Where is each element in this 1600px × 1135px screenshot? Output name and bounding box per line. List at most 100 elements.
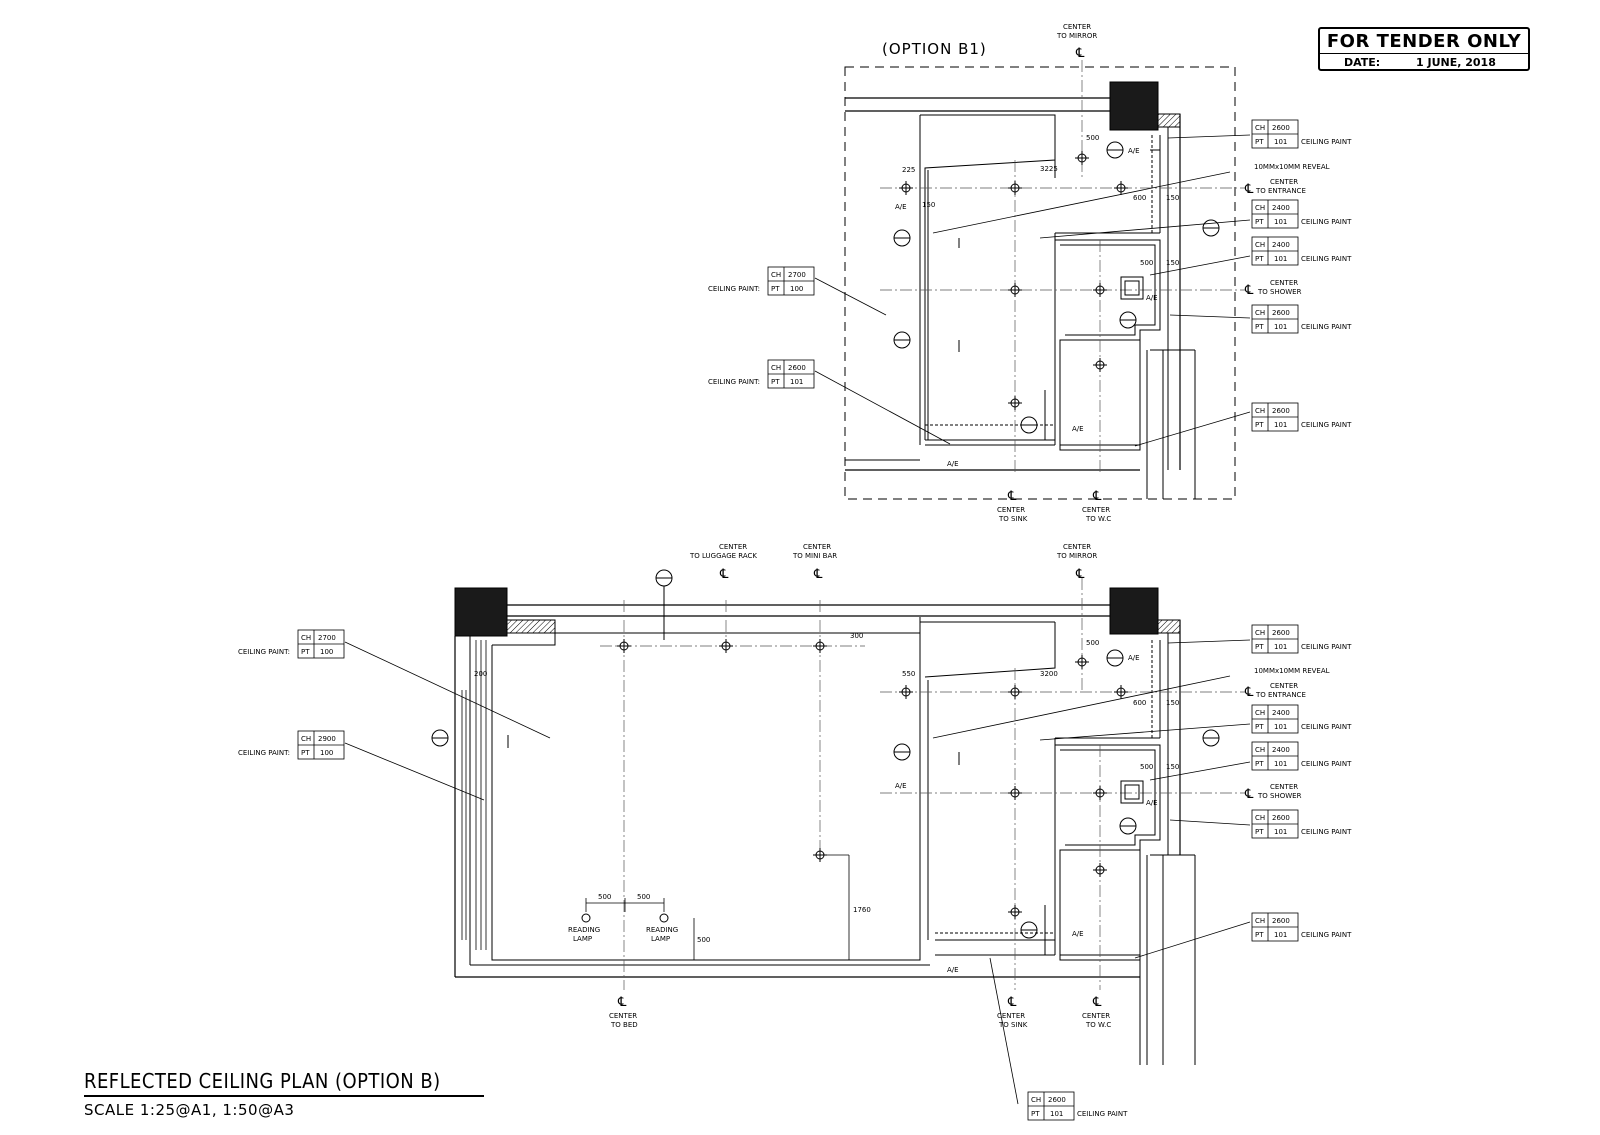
dim-text: 600: [1133, 194, 1146, 202]
dim-text: 500: [1086, 134, 1099, 142]
ceiling-tag: CH 2600 PT 101 CEILING PAINT: [1251, 304, 1352, 334]
tag-paint: 101: [1274, 421, 1287, 429]
dim-text: 500: [1086, 639, 1099, 647]
tag-height: 2700: [318, 634, 336, 642]
ceiling-tag: CH 2900 PT 100 CEILING PAINT:: [238, 730, 345, 760]
ceiling-tag: CH 2400 PT 101 CEILING PAINT: [1251, 704, 1352, 734]
ae-note: A/E: [895, 782, 907, 790]
center-label: CENTER: [997, 1012, 1025, 1020]
cl-marker: ℄: [1244, 685, 1254, 700]
stamp-divider: [1320, 53, 1528, 54]
stamp-date-value: 1 JUNE, 2018: [1416, 56, 1496, 69]
center-label: CENTER: [1270, 279, 1298, 287]
plan-option-b1: (OPTION B1): [814, 23, 1330, 523]
cl-marker: ℄: [1244, 283, 1254, 298]
ae-note: A/E: [1072, 930, 1084, 938]
tag-height: 2600: [1048, 1096, 1066, 1104]
tag-pt: PT: [1255, 760, 1264, 768]
tag-finish: CEILING PAINT: [1301, 218, 1352, 226]
tag-pt: PT: [771, 378, 780, 386]
ae-note: A/E: [1128, 147, 1140, 155]
dim-text: 200: [474, 670, 487, 678]
dim-text: 500: [697, 936, 710, 944]
tag-paint: 100: [320, 648, 333, 656]
title-underline: [84, 1095, 484, 1097]
tag-ch: CH: [1031, 1096, 1041, 1104]
tag-pt: PT: [301, 749, 310, 757]
ae-note: A/E: [895, 203, 907, 211]
tag-height: 2900: [318, 735, 336, 743]
dim-text: 300: [850, 632, 863, 640]
center-label: CENTER: [1270, 682, 1298, 690]
center-label: CENTER: [1063, 543, 1091, 551]
tag-finish: CEILING PAINT: [1301, 828, 1352, 836]
dim-text: 500: [1140, 763, 1153, 771]
tag-pt: PT: [301, 648, 310, 656]
center-label: CENTER: [1082, 1012, 1110, 1020]
dim-text: 1760: [853, 906, 871, 914]
tag-paint: 101: [1050, 1110, 1063, 1118]
ceiling-tag: CH 2600 PT 101 CEILING PAINT: [1251, 809, 1352, 839]
tag-ch: CH: [1255, 814, 1265, 822]
ceiling-tag: CH 2700 PT 100 CEILING PAINT:: [238, 629, 345, 659]
tag-ch: CH: [771, 271, 781, 279]
tag-pt: PT: [771, 285, 780, 293]
tag-height: 2600: [1272, 917, 1290, 925]
ceiling-tag: CH 2600 PT 101 CEILING PAINT: [1027, 1091, 1128, 1121]
tag-ch: CH: [301, 735, 311, 743]
tag-finish: CEILING PAINT: [1301, 323, 1352, 331]
tag-paint: 101: [1274, 828, 1287, 836]
tag-finish: CEILING PAINT: [1301, 760, 1352, 768]
dim-text: 500: [598, 893, 611, 901]
tag-finish: CEILING PAINT:: [708, 378, 760, 386]
tag-finish: CEILING PAINT: [1301, 255, 1352, 263]
ae-note: A/E: [1146, 799, 1158, 807]
dim-text: 150: [1166, 699, 1179, 707]
ae-note: A/E: [947, 966, 959, 974]
tag-pt: PT: [1255, 931, 1264, 939]
drawing-title: REFLECTED CEILING PLAN (OPTION B): [84, 1069, 441, 1093]
cl-marker: ℄: [617, 995, 627, 1010]
tag-pt: PT: [1255, 323, 1264, 331]
tag-height: 2600: [1272, 124, 1290, 132]
reading-lamp-label: LAMP: [573, 935, 592, 943]
ceiling-tag: CH 2400 PT 101 CEILING PAINT: [1251, 741, 1352, 771]
reading-lamp-label: LAMP: [651, 935, 670, 943]
center-label: CENTER: [1270, 178, 1298, 186]
tag-height: 2400: [1272, 709, 1290, 717]
center-label: TO MIRROR: [1056, 32, 1097, 40]
ceiling-tag: CH 2600 PT 101 CEILING PAINT: [1251, 912, 1352, 942]
tag-pt: PT: [1255, 138, 1264, 146]
dim-text: 150: [922, 201, 935, 209]
tag-finish: CEILING PAINT: [1301, 931, 1352, 939]
tag-pt: PT: [1255, 218, 1264, 226]
tag-boxes: CH 2600 PT 101 CEILING PAINT CH 2400 PT …: [238, 119, 1352, 1121]
tag-paint: 101: [1274, 760, 1287, 768]
center-label: TO LUGGAGE RACK: [689, 552, 757, 560]
tag-finish: CEILING PAINT:: [238, 648, 290, 656]
ceiling-tag: CH 2600 PT 101 CEILING PAINT: [1251, 402, 1352, 432]
ceiling-tag: CH 2600 PT 101 CEILING PAINT: [1251, 624, 1352, 654]
ae-note: A/E: [1128, 654, 1140, 662]
tag-paint: 100: [320, 749, 333, 757]
tag-paint: 101: [1274, 255, 1287, 263]
tag-finish: CEILING PAINT:: [238, 749, 290, 757]
cl-marker: ℄: [1244, 787, 1254, 802]
center-label: CENTER: [803, 543, 831, 551]
center-label: CENTER: [997, 506, 1025, 514]
tag-paint: 101: [1274, 323, 1287, 331]
tag-height: 2600: [1272, 309, 1290, 317]
ae-note: A/E: [1072, 425, 1084, 433]
tag-paint: 101: [1274, 643, 1287, 651]
tag-finish: CEILING PAINT: [1301, 723, 1352, 731]
ceiling-tag: CH 2400 PT 101 CEILING PAINT: [1251, 236, 1352, 266]
tag-pt: PT: [1255, 723, 1264, 731]
tag-ch: CH: [1255, 407, 1265, 415]
tag-paint: 101: [1274, 138, 1287, 146]
drawing-scale: SCALE 1:25@A1, 1:50@A3: [84, 1101, 295, 1119]
tag-ch: CH: [301, 634, 311, 642]
column-block: [454, 587, 508, 637]
center-label: TO W.C: [1085, 515, 1111, 523]
